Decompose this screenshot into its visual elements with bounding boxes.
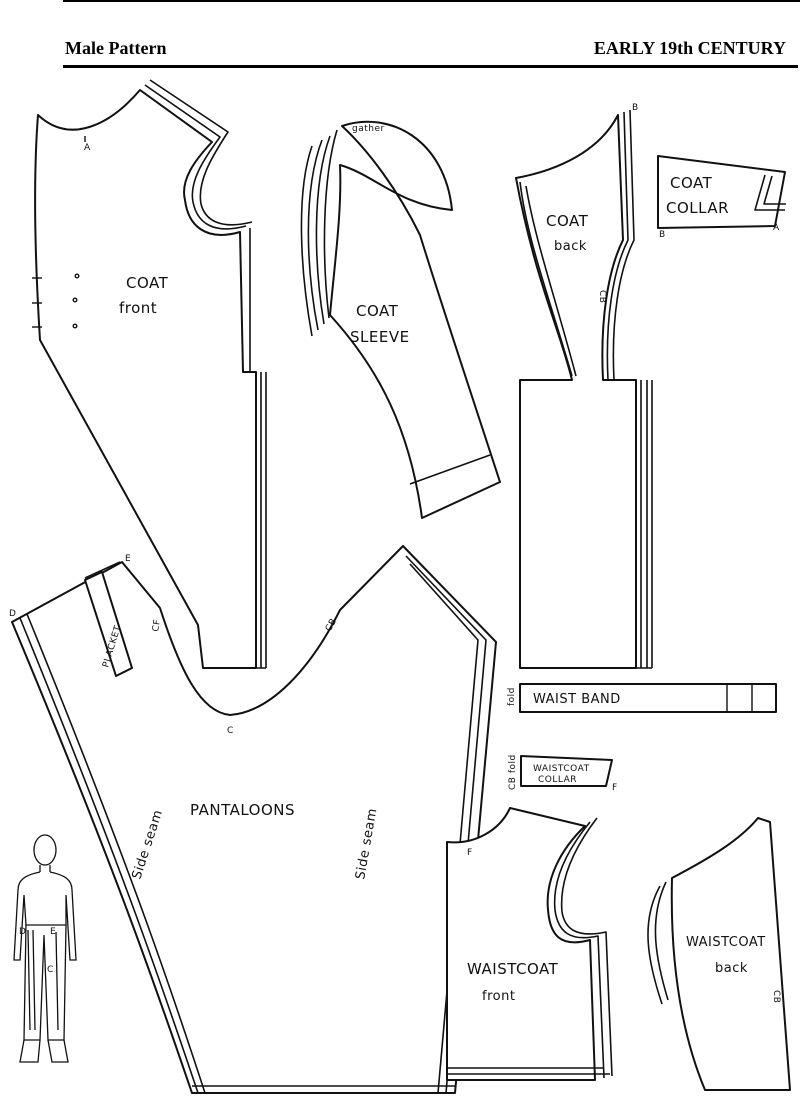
waistcoat-front-mark-f: F — [467, 848, 473, 858]
waistcoat-front-piece: F WAISTCOAT front — [446, 807, 613, 1081]
header-rule — [63, 65, 798, 68]
placket-piece: PLACKET — [84, 571, 133, 677]
coat-collar-piece: B A COAT COLLAR — [657, 155, 786, 240]
coat-sleeve-label-2: SLEEVE — [350, 328, 410, 346]
coat-front-label-1: COAT — [126, 274, 169, 292]
coat-back-label-1: COAT — [546, 212, 589, 230]
coat-collar-label-2: COLLAR — [666, 199, 729, 217]
coat-sleeve-piece: gather COAT SLEEVE — [300, 120, 501, 519]
coat-front-label-2: front — [119, 299, 157, 317]
waistcoat-collar-cb-fold: CB fold — [508, 754, 518, 790]
waistcoat-collar-label-1: WAISTCOAT — [533, 764, 590, 774]
coat-collar-mark-a: A — [773, 223, 780, 233]
sleeve-gather-note: gather — [352, 124, 385, 134]
pantaloons-label: PANTALOONS — [190, 801, 295, 819]
coat-back-label-2: back — [554, 239, 587, 254]
header-left-title: Male Pattern — [65, 38, 167, 58]
waistcoat-back-piece: CB WAISTCOAT back — [647, 817, 791, 1091]
figure-mark-c: C — [47, 965, 54, 975]
coat-back-mark-b: B — [632, 103, 639, 113]
coat-sleeve-label-1: COAT — [356, 302, 399, 320]
coat-front-piece: A COAT front — [32, 79, 267, 669]
coat-collar-mark-b: B — [659, 230, 666, 240]
waistcoat-collar-label-2: COLLAR — [538, 775, 577, 785]
pantaloons-mark-e: E — [125, 554, 131, 564]
top-rule — [63, 0, 800, 2]
pantaloons-mark-c: C — [227, 726, 234, 736]
waistcoat-collar-mark-f: F — [612, 783, 618, 793]
waistcoat-back-label-2: back — [715, 961, 748, 976]
waistcoat-back-label-1: WAISTCOAT — [686, 935, 766, 950]
coat-back-piece: B CB COAT back — [515, 103, 653, 669]
waistcoat-front-label-2: front — [482, 989, 515, 1004]
waistcoat-back-cb: CB — [771, 990, 781, 1003]
figure-mark-e: E — [50, 927, 56, 937]
pantaloons-piece: D E C CF CB PANTALOONS Side seam Side se… — [9, 545, 497, 1094]
figure-illustration: D E C — [13, 834, 77, 1063]
figure-mark-d: D — [19, 927, 26, 937]
waist-band-piece: fold WAIST BAND — [507, 683, 777, 713]
waistcoat-front-label-1: WAISTCOAT — [467, 960, 559, 978]
pantaloons-mark-d: D — [9, 609, 16, 619]
waist-band-label: WAIST BAND — [533, 692, 621, 707]
coat-collar-label-1: COAT — [670, 174, 713, 192]
coat-front-mark-a: A — [84, 143, 91, 153]
coat-back-cb: CB — [597, 290, 607, 303]
pantaloons-cf: CF — [151, 619, 163, 633]
header-right-title: EARLY 19th CENTURY — [593, 38, 786, 58]
waistcoat-collar-piece: CB fold F WAISTCOAT COLLAR — [508, 754, 618, 793]
waist-band-fold: fold — [507, 687, 517, 706]
